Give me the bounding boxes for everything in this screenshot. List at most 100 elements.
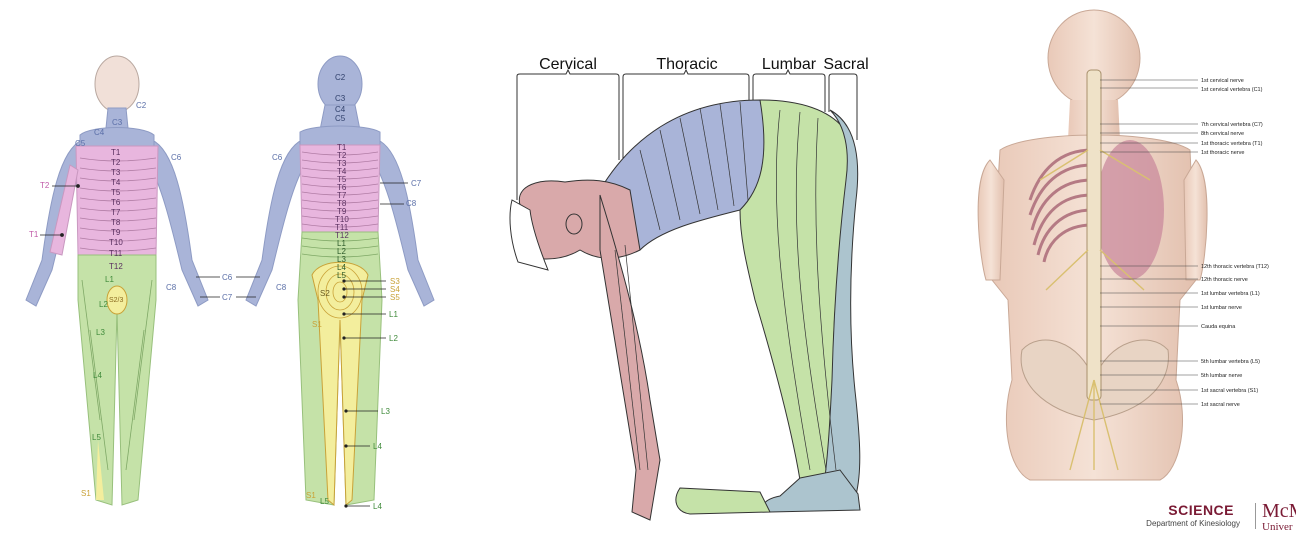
footer-univ: Univer (1262, 521, 1293, 533)
back-label-t9: T9 (337, 207, 347, 216)
front-shoulders (79, 127, 155, 149)
front-label-t1-side: T1 (29, 230, 39, 239)
spine-label-1st-lumbar-nerve: 1st lumbar nerve (1201, 305, 1242, 311)
front-label-t4: T4 (111, 178, 121, 187)
back-label-c6-mid: C6 (222, 273, 233, 282)
back-label-s1-foot: S1 (306, 491, 316, 500)
spine-label-c1: 1st cervical vertebra (C1) (1201, 87, 1263, 93)
spine-label-1st-cervical-nerve: 1st cervical nerve (1201, 78, 1244, 84)
back-label-t7: T7 (337, 191, 347, 200)
front-label-c3: C3 (112, 118, 123, 127)
back-label-l2: L2 (337, 247, 346, 256)
front-label-t9: T9 (111, 228, 121, 237)
bent-dermatome-lines (614, 101, 837, 471)
spine-label-s1: 1st sacral vertebra (S1) (1201, 388, 1258, 394)
back-label-s1: S1 (312, 320, 322, 329)
back-label-s3: S3 (390, 277, 400, 286)
front-s23-area (106, 285, 128, 315)
footer-science: SCIENCE (1168, 502, 1234, 518)
back-label-c2: C2 (335, 73, 346, 82)
front-label-l5: L5 (92, 433, 101, 442)
spine-ribs (1028, 148, 1093, 263)
label-lumbar: Lumbar (762, 56, 817, 73)
spine-label-t12: 12th thoracic vertebra (T12) (1201, 264, 1269, 270)
spine-label-1st-thoracic-nerve: 1st thoracic nerve (1201, 150, 1244, 156)
label-sacral: Sacral (823, 56, 868, 73)
front-left-arm (151, 139, 209, 307)
front-label-t2: T2 (111, 158, 121, 167)
front-head (94, 55, 140, 113)
front-label-t11: T11 (109, 249, 123, 258)
back-label-c6: C6 (272, 153, 283, 162)
bent-foot-front (675, 487, 771, 515)
back-sacral-area (311, 261, 369, 507)
back-head (317, 55, 363, 113)
front-label-t5: T5 (111, 188, 121, 197)
footer-department: Department of Kinesiology (1146, 519, 1240, 528)
spine-label-cauda-equina: Cauda equina (1201, 324, 1236, 330)
back-label-l5-foot: L5 (320, 497, 329, 506)
back-leader-dots (342, 279, 348, 508)
back-label-s4: S4 (390, 285, 400, 294)
front-label-c6: C6 (171, 153, 182, 162)
back-label-c4: C4 (335, 105, 346, 114)
back-left-arm (377, 139, 435, 307)
front-label-t6: T6 (111, 198, 121, 207)
bent-figure: Cervical Thoracic Lumbar Sacral (509, 56, 869, 521)
spine-column (1086, 69, 1102, 401)
back-label-c3: C3 (335, 94, 346, 103)
front-leg-lines (81, 279, 153, 471)
spine-right-arm (1183, 159, 1208, 281)
back-label-l2-leg: L2 (389, 334, 398, 343)
label-thoracic: Thoracic (656, 56, 717, 73)
spine-nerves (1039, 149, 1151, 471)
back-label-t12: T12 (335, 231, 349, 240)
back-label-t4: T4 (337, 167, 347, 176)
footer-mcm: McM (1262, 500, 1296, 522)
front-label-l3: L3 (96, 328, 105, 337)
back-label-s5: S5 (390, 293, 400, 302)
back-label-t6: T6 (337, 183, 347, 192)
front-s1-strip (96, 440, 104, 500)
footer-branding: SCIENCE Department of Kinesiology McM Un… (1146, 500, 1296, 533)
spine-labels: 1st cervical nerve 1st cervical vertebra… (1201, 78, 1269, 408)
back-label-l5: L5 (337, 271, 346, 280)
spine-lung (1096, 140, 1164, 280)
back-label-l4-foot: L4 (373, 502, 382, 511)
back-label-c7: C7 (411, 179, 422, 188)
back-label-t3: T3 (337, 159, 347, 168)
back-lumbar-lines (301, 237, 379, 258)
front-label-t10: T10 (109, 238, 123, 247)
back-label-t2: T2 (337, 151, 347, 160)
back-thoracic-lines (301, 151, 379, 228)
back-label-t5: T5 (337, 175, 347, 184)
back-label-c8-side: C8 (276, 283, 287, 292)
front-label-c2: C2 (136, 101, 147, 110)
spine-label-1st-sacral-nerve: 1st sacral nerve (1201, 402, 1240, 408)
front-leader-lines (40, 184, 80, 237)
back-shoulders (299, 125, 381, 147)
back-label-c8: C8 (406, 199, 417, 208)
front-arm-t1-strip (49, 164, 79, 256)
front-view (25, 55, 209, 506)
back-label-l1: L1 (337, 239, 346, 248)
back-label-t11: T11 (335, 223, 349, 232)
back-leader-lines (196, 182, 408, 507)
front-label-l1: L1 (105, 275, 114, 284)
back-label-l4: L4 (337, 263, 346, 272)
spine-left-arm (977, 159, 1005, 281)
front-label-t2-side: T2 (40, 181, 50, 190)
back-label-l3-leg: L3 (381, 407, 390, 416)
back-labels: C2 C3 C4 C5 C6 C7 C8 T1 T2 T3 T4 T5 T6 T… (222, 73, 422, 511)
front-label-c4: C4 (94, 128, 105, 137)
front-label-t1: T1 (111, 148, 121, 157)
footer-divider (1255, 503, 1256, 529)
back-sacral-rings (317, 265, 363, 319)
front-right-arm (25, 139, 83, 307)
front-label-c5: C5 (75, 139, 86, 148)
front-label-c8: C8 (166, 283, 177, 292)
back-right-arm (245, 139, 303, 307)
spine-leader-lines (1100, 79, 1198, 405)
front-label-t8: T8 (111, 218, 121, 227)
back-view (245, 55, 435, 507)
